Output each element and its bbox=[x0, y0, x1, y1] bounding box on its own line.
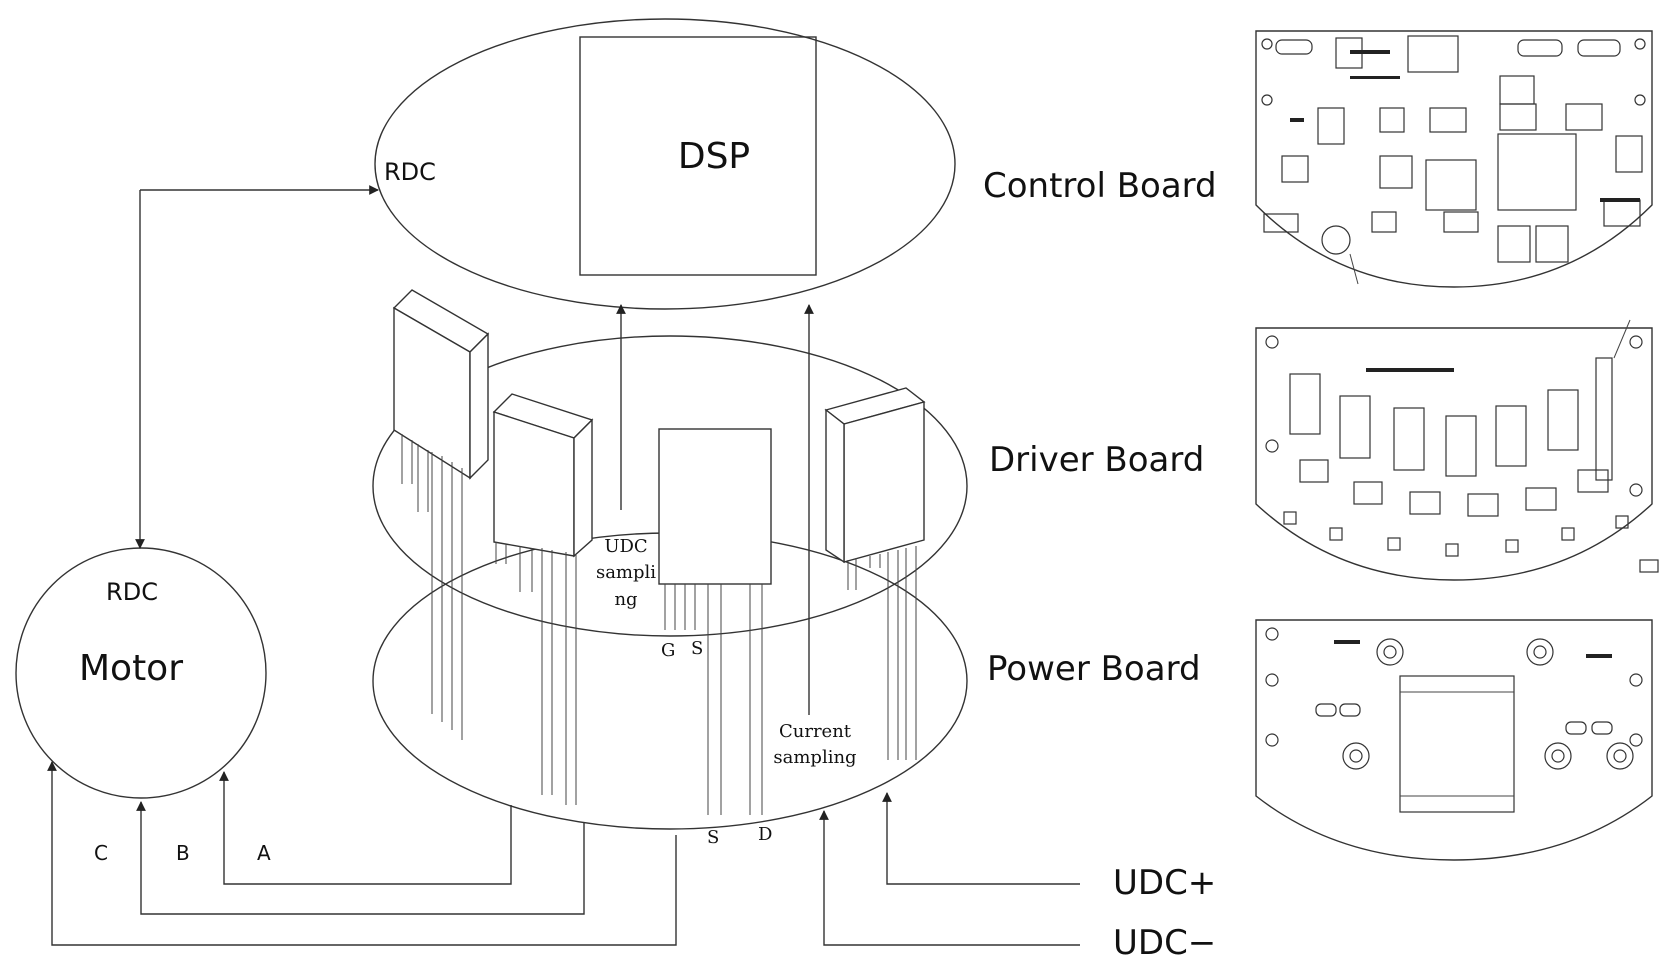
control-board-pcb-image bbox=[1255, 30, 1653, 288]
driver-board-pcb-image bbox=[1255, 319, 1659, 581]
phase-c-wire bbox=[47, 761, 677, 946]
rdc-motor-label: RDC bbox=[106, 578, 158, 606]
motor-label: Motor bbox=[79, 648, 183, 689]
pin-g-label: G bbox=[661, 640, 675, 661]
udc-minus-wire bbox=[819, 810, 1080, 946]
udc-sampling-line-3: ng bbox=[614, 589, 637, 610]
driver-board-label: Driver Board bbox=[989, 440, 1204, 480]
dsp-block bbox=[579, 36, 817, 276]
control-board-ellipse bbox=[374, 18, 956, 310]
power-board-pcb-image bbox=[1255, 619, 1653, 861]
phase-a-wire bbox=[219, 771, 512, 885]
pin-s-bottom-label: S bbox=[707, 827, 719, 848]
pin-d-label: D bbox=[758, 824, 772, 845]
dsp-label: DSP bbox=[678, 136, 750, 177]
phase-c-label: C bbox=[94, 841, 108, 865]
current-sampling-line-2: sampling bbox=[773, 747, 856, 768]
phase-a-label: A bbox=[257, 841, 271, 865]
udc-sampling-line-2: sampli bbox=[596, 562, 656, 583]
power-board-label: Power Board bbox=[987, 649, 1201, 689]
pin-s-top-label: S bbox=[691, 638, 703, 659]
phase-b-label: B bbox=[176, 841, 190, 865]
driver-board-ellipse bbox=[372, 335, 968, 637]
transistor-1 bbox=[392, 289, 490, 740]
udc-plus-label: UDC+ bbox=[1113, 863, 1216, 903]
udc-minus-label: UDC− bbox=[1113, 923, 1216, 963]
transistor-2 bbox=[492, 393, 594, 805]
transistor-3 bbox=[658, 428, 772, 815]
udc-plus-wire bbox=[882, 792, 1080, 885]
current-sampling-line-1: Current bbox=[779, 721, 852, 742]
control-board-label: Control Board bbox=[983, 166, 1217, 206]
transistor-4 bbox=[824, 387, 926, 760]
udc-sampling-line-1: UDC bbox=[604, 536, 647, 557]
phase-b-wire bbox=[136, 801, 585, 915]
rdc-control-label: RDC bbox=[384, 158, 436, 186]
